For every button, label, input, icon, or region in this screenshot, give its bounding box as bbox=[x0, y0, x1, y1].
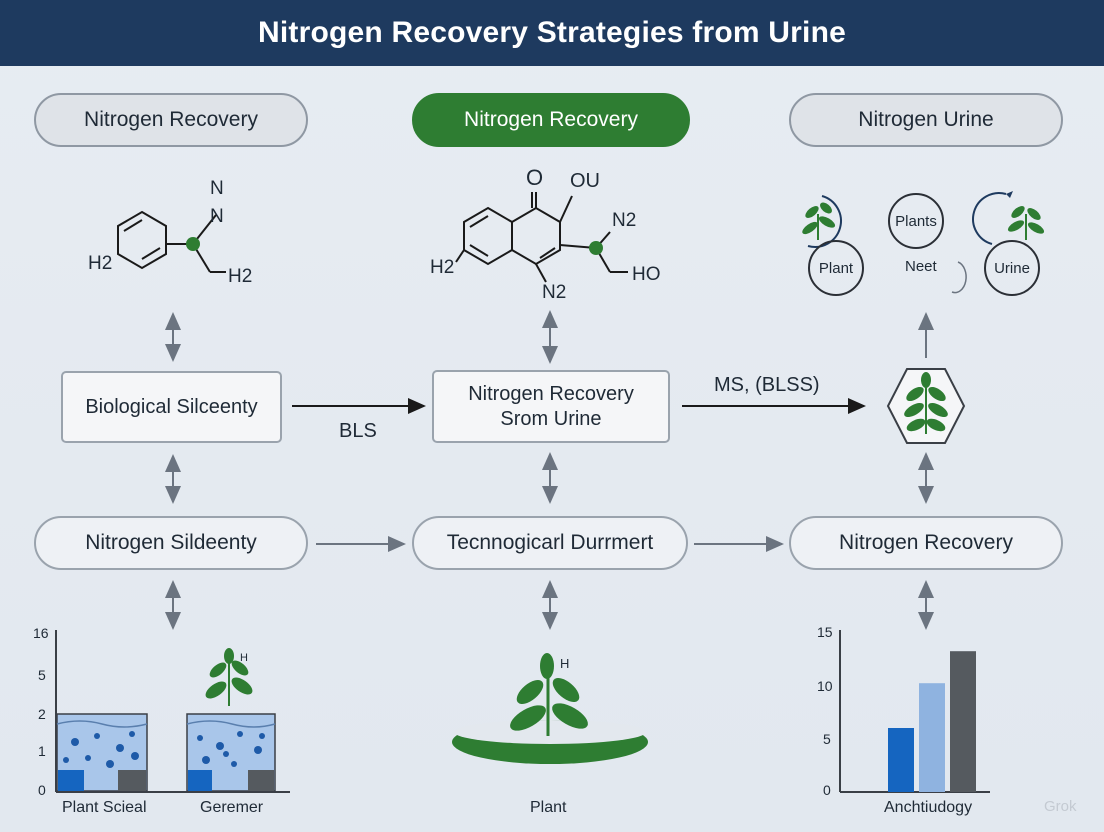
cycle-plant-label: Plant bbox=[818, 259, 854, 277]
cycle-neet-label: Neet bbox=[905, 258, 937, 275]
molecule-center-n2-bottom: N2 bbox=[542, 282, 567, 303]
tank-label-right: Geremer bbox=[200, 799, 264, 816]
chart-y-tick: 0 bbox=[823, 782, 831, 798]
pill-nitrogen-recovery-center: Nitrogen Recovery bbox=[412, 93, 690, 147]
tank-y-tick: 5 bbox=[38, 667, 46, 683]
small-plant-h-label: H bbox=[240, 652, 248, 664]
pill-label: Nitrogen Sildeenty bbox=[85, 531, 257, 554]
pill-nitrogen-recovery-lower: Nitrogen Recovery bbox=[789, 516, 1063, 570]
plant-label: Plant bbox=[530, 799, 567, 816]
molecule-center-node bbox=[589, 241, 603, 255]
molecule-center-n2-right: N2 bbox=[612, 210, 637, 231]
molecule-center-ou: OU bbox=[570, 170, 600, 192]
bar-chart bbox=[839, 630, 990, 793]
chart-y-tick: 10 bbox=[817, 678, 833, 694]
title-banner: Nitrogen Recovery Strategies from Urine bbox=[0, 0, 1104, 66]
sprout-cycle-right-icon bbox=[972, 191, 1045, 245]
molecule-center-structure bbox=[455, 192, 628, 283]
chart-x-label: Anchtiudogy bbox=[884, 799, 973, 816]
arrow-label-ms-blss: MS, (BLSS) bbox=[714, 374, 820, 396]
box-biological: Biological Silceenty bbox=[61, 371, 282, 443]
watermark: Grok bbox=[1044, 798, 1077, 815]
chart-y-tick: 5 bbox=[823, 731, 831, 747]
tank-label-left: Plant Scieal bbox=[62, 799, 147, 816]
pill-label: Nitrogen Urine bbox=[858, 108, 994, 131]
plant-sprout-small-icon bbox=[205, 648, 253, 706]
arrow-label-bls: BLS bbox=[339, 420, 377, 442]
chart-bar bbox=[888, 728, 914, 792]
pill-nitrogen-sildeenty: Nitrogen Sildeenty bbox=[34, 516, 308, 570]
cycle-urine-node: Urine bbox=[984, 240, 1040, 296]
molecule-left-h2-right: H2 bbox=[228, 266, 253, 287]
cycle-plants-label: Plants bbox=[895, 212, 937, 230]
hexagon-leaf-icon bbox=[886, 368, 966, 444]
cycle-arrow-icon bbox=[951, 261, 967, 294]
tank-y-tick: 1 bbox=[38, 743, 46, 759]
box-center-line2: Srom Urine bbox=[500, 407, 602, 430]
box-center-line1: Nitrogen Recovery bbox=[468, 382, 634, 405]
molecule-center-ho: HO bbox=[632, 264, 661, 285]
pill-label: Nitrogen Recovery bbox=[464, 108, 638, 131]
pill-label: Nitrogen Recovery bbox=[839, 531, 1013, 554]
tank-y-tick: 0 bbox=[38, 782, 46, 798]
pill-label: Nitrogen Recovery bbox=[84, 108, 258, 131]
tank-plot-left bbox=[55, 630, 290, 793]
pill-label: Tecnnogicarl Durrmert bbox=[446, 531, 654, 554]
box-nitrogen-recovery: Nitrogen Recovery Srom Urine bbox=[432, 370, 670, 443]
box-biological-label: Biological Silceenty bbox=[85, 395, 258, 418]
molecule-left-node bbox=[186, 237, 200, 251]
chart-bar bbox=[919, 683, 945, 792]
molecule-left-h2-left: H2 bbox=[88, 253, 113, 274]
plant-ground-icon bbox=[452, 653, 648, 764]
chart-y-tick: 15 bbox=[817, 624, 833, 640]
chart-bar bbox=[950, 651, 976, 792]
tank-y-tick: 16 bbox=[33, 625, 49, 641]
cycle-urine-label: Urine bbox=[994, 259, 1030, 277]
molecule-left-n-mid: N bbox=[210, 206, 224, 227]
molecule-center-h2-left: H2 bbox=[430, 257, 455, 278]
pill-nitrogen-urine: Nitrogen Urine bbox=[789, 93, 1063, 147]
page-title: Nitrogen Recovery Strategies from Urine bbox=[258, 16, 846, 49]
pill-nitrogen-recovery-left: Nitrogen Recovery bbox=[34, 93, 308, 147]
pill-tecnnogicarl: Tecnnogicarl Durrmert bbox=[412, 516, 688, 570]
molecule-left-n-top: N bbox=[210, 178, 224, 199]
tank-y-tick: 2 bbox=[38, 706, 46, 722]
cycle-plant-node: Plant bbox=[808, 240, 864, 296]
molecule-left-structure bbox=[117, 210, 226, 273]
cycle-plants-node: Plants bbox=[888, 193, 944, 249]
plant-h-label: H bbox=[560, 656, 570, 671]
molecule-center-o: O bbox=[526, 165, 544, 190]
